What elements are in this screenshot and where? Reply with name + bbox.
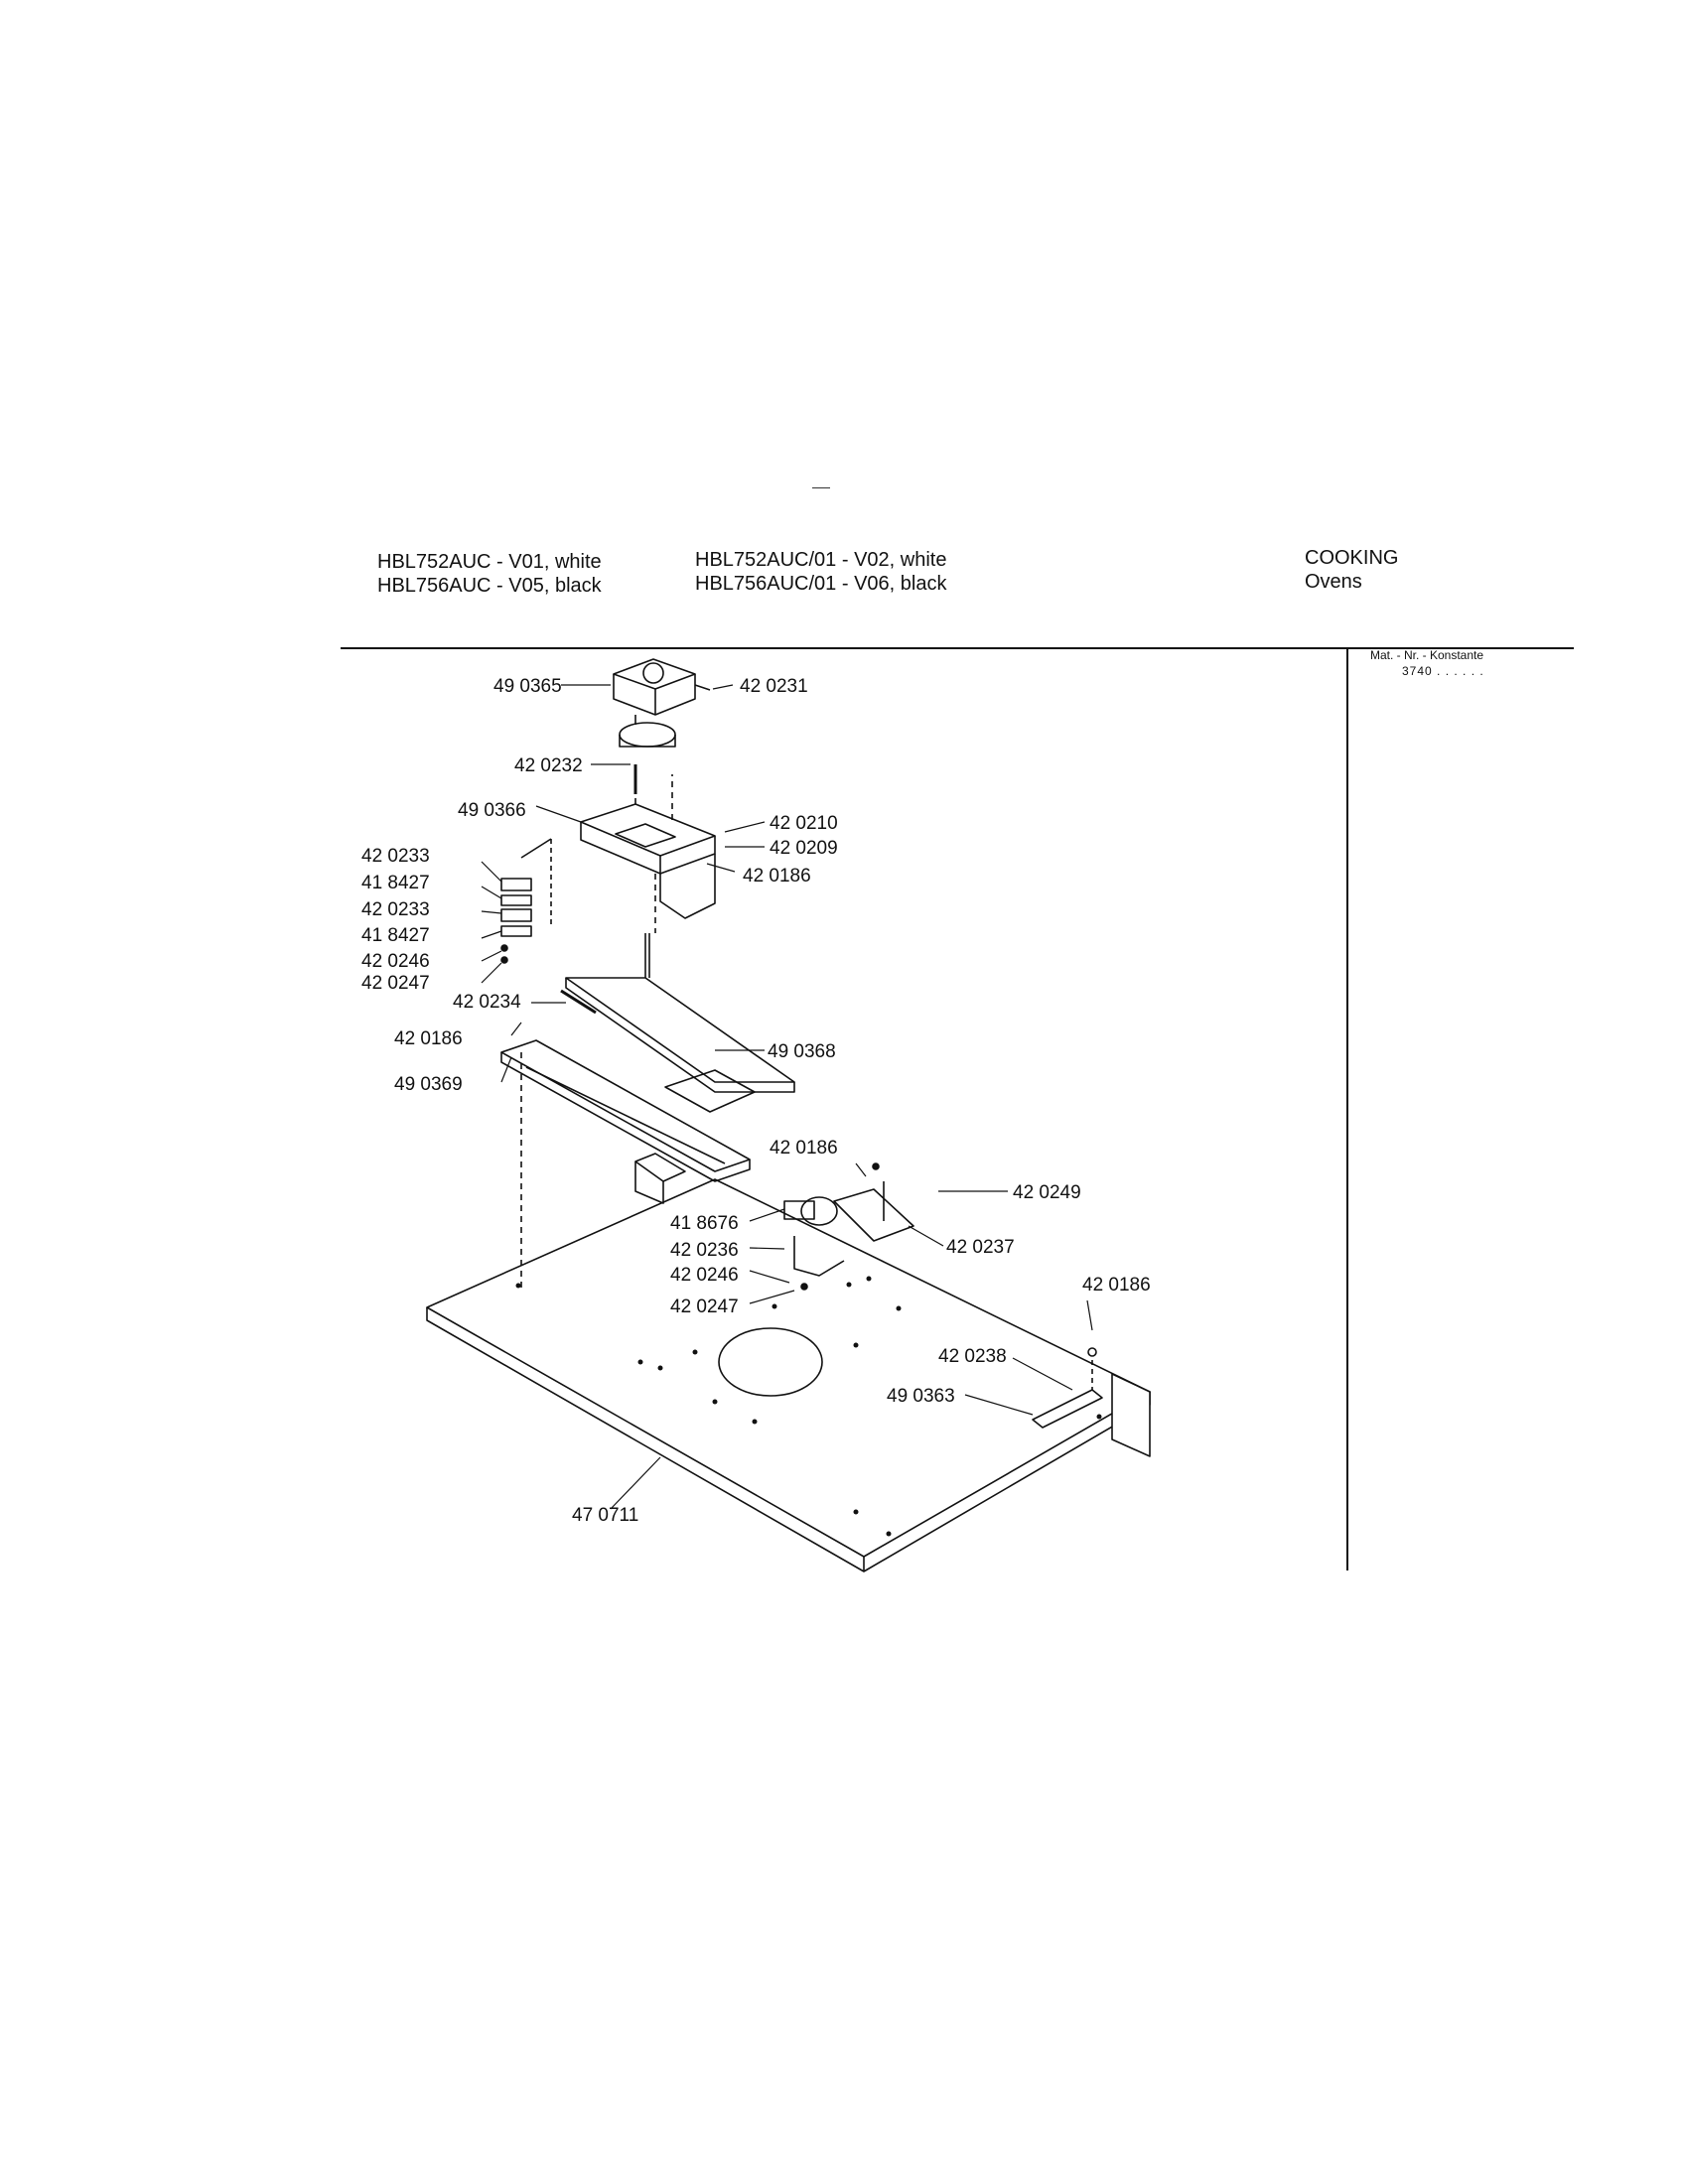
base-plate-hole bbox=[718, 1327, 823, 1397]
header-dash-mark bbox=[812, 487, 830, 488]
part-label: 49 0368 bbox=[768, 1041, 836, 1062]
part-label: 49 0365 bbox=[493, 676, 562, 697]
part-label: 42 0231 bbox=[740, 676, 808, 697]
part-label: 42 0237 bbox=[946, 1237, 1015, 1258]
part-label: 42 0233 bbox=[361, 846, 430, 867]
part-label: 42 0238 bbox=[938, 1346, 1007, 1367]
right-bracket bbox=[1032, 1347, 1103, 1429]
part-label: 49 0369 bbox=[394, 1074, 463, 1095]
part-label: 42 0186 bbox=[743, 866, 811, 887]
material-number-value: 3740 . . . . . . bbox=[1402, 664, 1484, 678]
sensor-assembly bbox=[783, 1162, 914, 1291]
base-plate bbox=[426, 1178, 1151, 1572]
category-title: COOKING bbox=[1305, 547, 1399, 569]
part-label: 41 8676 bbox=[670, 1213, 739, 1234]
part-label: 42 0249 bbox=[1013, 1182, 1081, 1203]
model-line: HBL752AUC - V01, white bbox=[377, 551, 602, 573]
part-label: 49 0363 bbox=[887, 1386, 955, 1407]
subcategory-title: Ovens bbox=[1305, 571, 1362, 593]
part-label: 42 0209 bbox=[770, 838, 838, 859]
part-label: 47 0711 bbox=[572, 1505, 638, 1526]
part-label: 41 8427 bbox=[361, 925, 430, 946]
part-label: 42 0186 bbox=[1082, 1275, 1151, 1296]
model-line: HBL752AUC/01 - V02, white bbox=[695, 549, 947, 571]
part-label: 42 0233 bbox=[361, 899, 430, 920]
mounting-bracket bbox=[580, 769, 716, 933]
part-label: 42 0246 bbox=[361, 951, 430, 972]
model-list-left: HBL752AUC - V01, white HBL756AUC - V05, … bbox=[377, 550, 602, 598]
mounting-holes bbox=[515, 1276, 1102, 1537]
part-label: 42 0186 bbox=[394, 1028, 463, 1049]
category-heading: COOKING Ovens bbox=[1305, 546, 1398, 594]
part-label: 49 0366 bbox=[458, 800, 526, 821]
part-label: 42 0247 bbox=[361, 973, 430, 994]
header-divider bbox=[341, 647, 1574, 649]
column-divider bbox=[1346, 647, 1348, 1570]
part-label: 42 0236 bbox=[670, 1240, 739, 1261]
part-label: 42 0246 bbox=[670, 1265, 739, 1286]
part-labels: 49 0365 42 0231 42 0232 49 0366 42 0210 … bbox=[361, 676, 1151, 1526]
controller-unit bbox=[613, 658, 711, 748]
material-number-label: Mat. - Nr. - Konstante bbox=[1370, 648, 1484, 662]
lower-rail bbox=[500, 1039, 751, 1291]
switch-stack bbox=[500, 838, 552, 964]
part-label: 42 0232 bbox=[514, 755, 583, 776]
part-label: 42 0186 bbox=[770, 1138, 838, 1159]
slide-rail bbox=[560, 933, 795, 1113]
material-number-box: Mat. - Nr. - Konstante 3740 . . . . . . bbox=[1370, 647, 1484, 679]
part-label: 42 0234 bbox=[453, 992, 521, 1013]
support-bracket bbox=[634, 1153, 686, 1204]
leader-lines bbox=[481, 684, 1093, 1510]
part-label: 42 0247 bbox=[670, 1297, 739, 1317]
model-list-middle: HBL752AUC/01 - V02, white HBL756AUC/01 -… bbox=[695, 548, 946, 596]
model-line: HBL756AUC/01 - V06, black bbox=[695, 573, 947, 595]
model-line: HBL756AUC - V05, black bbox=[377, 575, 602, 597]
part-label: 42 0210 bbox=[770, 813, 838, 834]
part-label: 41 8427 bbox=[361, 873, 430, 893]
